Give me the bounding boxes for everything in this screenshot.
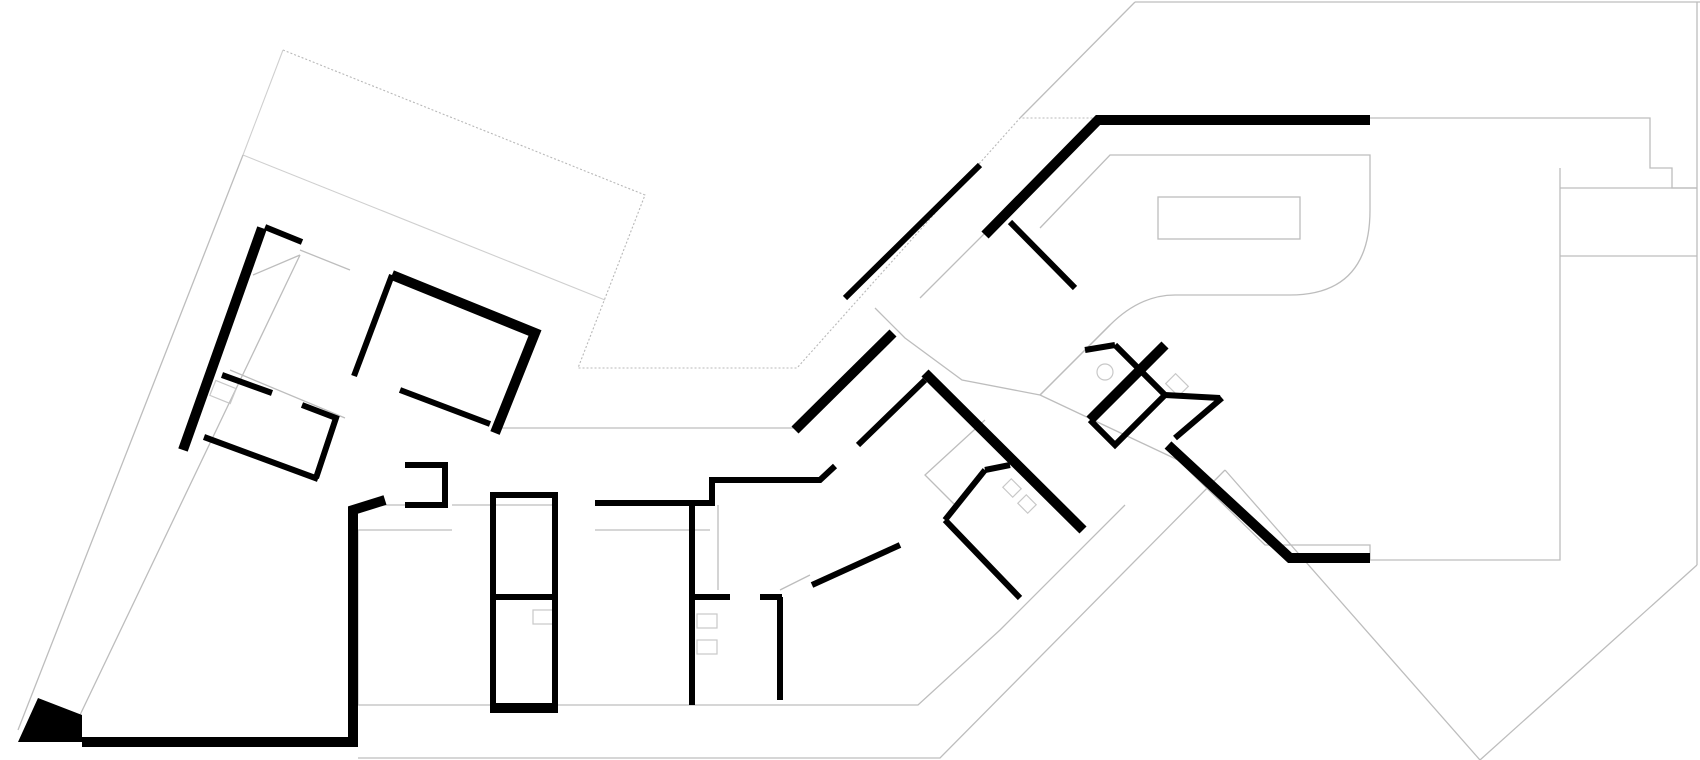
bath-fixture-2 [1164, 372, 1190, 398]
shower-fixture-2 [1016, 493, 1038, 515]
living-room-outline [1039, 154, 1371, 396]
wall-wc2-door [810, 542, 902, 588]
west-bath-line [229, 369, 346, 419]
wall-wing-stub [855, 377, 928, 448]
wall-wing-bath [942, 462, 1023, 601]
walls [18, 115, 1370, 747]
site-edge-diagonal [1019, 1, 1136, 119]
interior-lines [229, 154, 1371, 705]
wall-suite-3 [1164, 392, 1221, 401]
wall-bedroom-north [390, 270, 542, 435]
garden-edge-left [242, 49, 284, 156]
terrace-edge-bottom-outer [358, 469, 1226, 759]
wall-bath-inner [300, 402, 340, 479]
wall-suite-2 [1084, 342, 1116, 353]
wall-bedroom-south [398, 387, 492, 427]
terrace-edge-bottom [358, 504, 1126, 706]
garden-boundary [282, 49, 1133, 369]
wall-wing-bath-2 [942, 468, 988, 522]
east-wing-lines [1177, 459, 1371, 560]
wc-fixture-3 [696, 639, 718, 655]
wall-south-west [82, 495, 387, 747]
wall-study-door [1007, 219, 1078, 291]
wall-north-diag-2 [791, 329, 897, 434]
bath-fixture [209, 379, 237, 405]
wall-wing-long [921, 369, 1087, 534]
site-edge-bottom-right [1479, 564, 1698, 760]
site-edge-lower-diagonal [1224, 469, 1481, 760]
bedroom-wing-line [717, 505, 811, 591]
west-room-line [252, 249, 351, 276]
corridor-lower [874, 307, 1041, 396]
wall-north-diag-1 [842, 162, 983, 301]
kitchen-line [1039, 324, 1111, 396]
terrace-edge-left-inner [79, 254, 301, 716]
wall-west-long [178, 226, 267, 452]
site-outline [17, 1, 1700, 760]
wall-suite-north [1086, 341, 1169, 424]
wall-bath-south [202, 434, 320, 482]
garden-inner-line [242, 154, 606, 301]
shower-fixture [1001, 477, 1023, 499]
basin-fixture [1096, 363, 1114, 381]
dining-table [1157, 196, 1301, 240]
terrace-right-line [1560, 187, 1697, 257]
wall-north-main [981, 115, 1370, 239]
wall-bedroom-west [351, 273, 395, 378]
wc-fixture-2 [696, 613, 718, 629]
wall-core-a [490, 492, 558, 713]
study-lines [924, 419, 986, 506]
wall-entry [405, 462, 448, 508]
east-wing-inner [1039, 394, 1179, 461]
wall-west-top [263, 224, 304, 245]
terrace-edge-left [17, 154, 244, 731]
terrace-right-step [1370, 168, 1561, 561]
wall-corridor [595, 463, 838, 506]
terrace-right-outline [1370, 117, 1697, 189]
wall-east-stub [1173, 395, 1224, 441]
wc-fixture-1 [532, 609, 554, 625]
wall-bath-north [220, 372, 274, 396]
corner-pier [18, 698, 82, 742]
wall-east-diag [1164, 441, 1370, 563]
